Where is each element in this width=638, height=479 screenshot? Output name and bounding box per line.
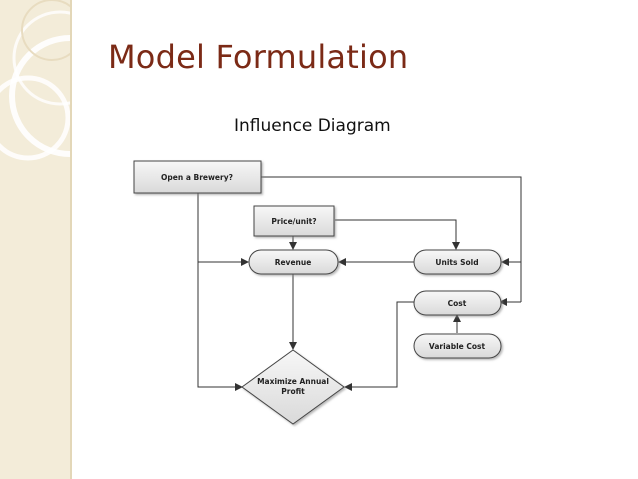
edge-cost-to-maximize bbox=[344, 301, 414, 391]
node-units-sold-label: Units Sold bbox=[435, 258, 478, 267]
node-variable-cost: Variable Cost bbox=[413, 333, 502, 359]
node-open-brewery-label: Open a Brewery? bbox=[161, 173, 233, 182]
node-revenue: Revenue bbox=[248, 249, 339, 275]
node-open-brewery: Open a Brewery? bbox=[133, 160, 262, 194]
node-revenue-label: Revenue bbox=[275, 258, 312, 267]
node-maximize-profit: Maximize Annual Profit bbox=[241, 349, 345, 425]
node-maximize-label-line2: Profit bbox=[281, 387, 305, 396]
node-units-sold: Units Sold bbox=[413, 249, 502, 275]
node-variable-cost-label: Variable Cost bbox=[429, 342, 486, 351]
node-price-unit: Price/unit? bbox=[253, 205, 335, 237]
node-cost-label: Cost bbox=[448, 299, 467, 308]
edge-open-to-units-sold bbox=[261, 176, 522, 302]
decorative-side-band bbox=[0, 0, 72, 479]
edge-price-to-units-sold bbox=[335, 219, 460, 250]
slide-title: Model Formulation bbox=[108, 38, 409, 76]
node-cost: Cost bbox=[413, 290, 502, 316]
edge-open-to-revenue bbox=[197, 193, 249, 266]
decorative-circles bbox=[0, 0, 70, 161]
edge-open-to-maximize bbox=[197, 262, 243, 391]
node-maximize-label-line1: Maximize Annual bbox=[257, 377, 329, 386]
slide-subtitle: Influence Diagram bbox=[234, 116, 391, 136]
node-price-unit-label: Price/unit? bbox=[271, 217, 316, 226]
